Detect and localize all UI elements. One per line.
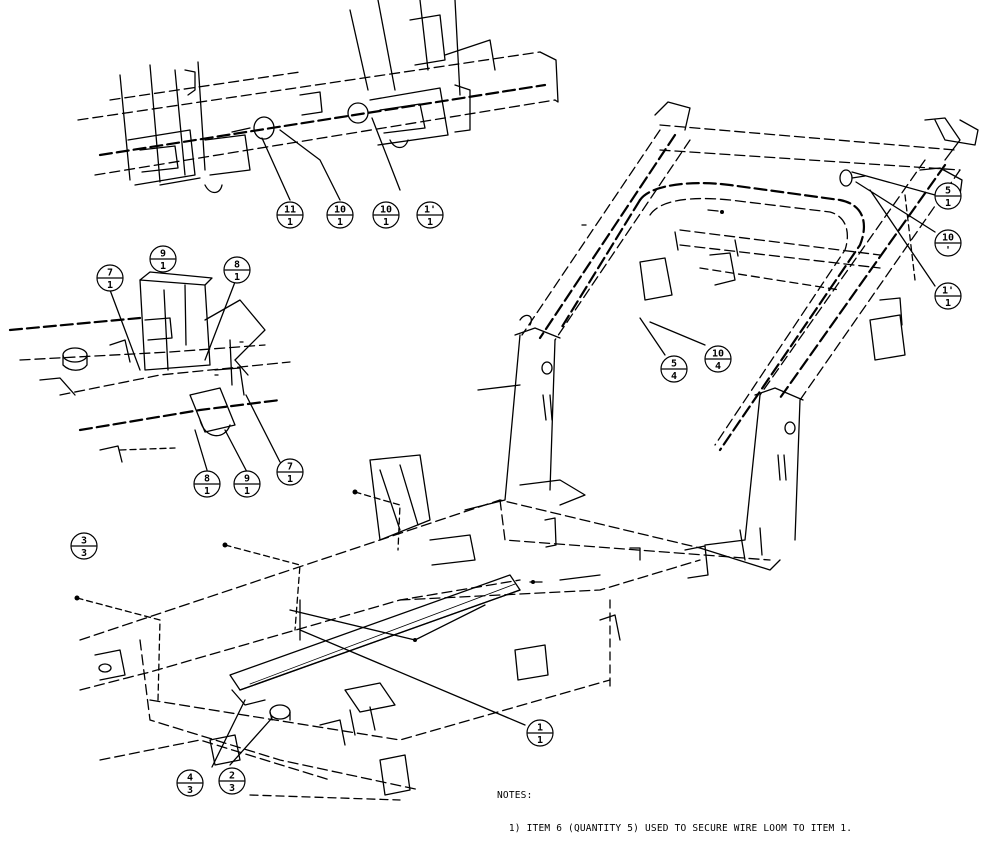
callout-item-number: 1' <box>424 205 436 216</box>
callout-balloon-c-l-9a: 91 <box>149 245 177 273</box>
callout-item-number: 7 <box>287 462 293 473</box>
callout-balloon-c-top-10a: 101 <box>326 201 354 229</box>
callout-balloon-c-r-10: 10' <box>934 229 962 257</box>
callout-balloon-c-top-1: 1'1 <box>416 201 444 229</box>
notes-heading: NOTES: <box>497 790 533 801</box>
notes-line-1: 1) ITEM 6 (QUANTITY 5) USED TO SECURE WI… <box>497 823 852 834</box>
callout-quantity: 3 <box>81 548 87 559</box>
callout-quantity: 1 <box>337 217 343 228</box>
callout-item-number: 3 <box>81 536 87 547</box>
callout-item-number: 7 <box>107 268 113 279</box>
callout-item-number: 9 <box>160 249 166 260</box>
callout-quantity: 4 <box>715 361 721 372</box>
callout-item-number: 10 <box>942 233 954 244</box>
callout-balloon-c-b-4: 43 <box>176 769 204 797</box>
callout-balloon-c-top-11: 111 <box>276 201 304 229</box>
callout-quantity: 1 <box>107 280 113 291</box>
callout-item-number: 8 <box>234 260 240 271</box>
callout-item-number: 5 <box>671 359 677 370</box>
main-frame-chassis <box>76 454 781 801</box>
callout-quantity: 1 <box>945 198 951 209</box>
callout-balloon-c-r-5: 51 <box>934 182 962 210</box>
callout-quantity: 3 <box>187 785 193 796</box>
callout-balloon-c-m-5: 54 <box>660 355 688 383</box>
callout-quantity: 1 <box>287 474 293 485</box>
callout-item-number: 2 <box>229 771 235 782</box>
callout-balloon-c-top-10b: 101 <box>372 201 400 229</box>
fastener-dots <box>74 210 724 642</box>
callout-balloon-c-b-3: 33 <box>70 532 98 560</box>
callout-item-number: 9 <box>244 474 250 485</box>
callout-quantity: 4 <box>671 371 677 382</box>
callout-balloon-c-b-2: 23 <box>218 767 246 795</box>
callout-item-number: 8 <box>204 474 210 485</box>
callout-quantity: 1 <box>383 217 389 228</box>
callout-quantity: 1 <box>945 298 951 309</box>
callout-quantity: 3 <box>229 783 235 794</box>
main-frame-roll-bar <box>464 101 979 546</box>
callout-item-number: 5 <box>945 186 951 197</box>
top-detail-view <box>77 0 559 201</box>
callout-quantity: 1 <box>204 486 210 497</box>
callout-item-number: 11 <box>284 205 296 216</box>
callout-quantity: 1 <box>287 217 293 228</box>
callout-balloon-c-r-1: 1'1 <box>934 282 962 310</box>
callout-item-number: 10 <box>334 205 346 216</box>
callout-quantity: ' <box>945 245 951 256</box>
exploded-parts-diagram: 1111011011'15110'1'154104719181819171331… <box>8 0 979 801</box>
callout-balloon-c-l-9b: 91 <box>233 470 261 498</box>
callout-item-number: 10 <box>380 205 392 216</box>
callout-item-number: 4 <box>187 773 193 784</box>
callout-quantity: 1 <box>537 735 543 746</box>
callout-quantity: 1 <box>244 486 250 497</box>
callout-quantity: 1 <box>427 217 433 228</box>
callout-quantity: 1 <box>234 272 240 283</box>
notes-block: NOTES: 1) ITEM 6 (QUANTITY 5) USED TO SE… <box>497 768 852 845</box>
callout-balloon-c-l-7a: 71 <box>96 264 124 292</box>
callout-quantity: 1 <box>160 261 166 272</box>
callout-balloon-c-b-1: 11 <box>526 719 554 747</box>
callout-balloon-c-m-10: 104 <box>704 345 732 373</box>
callout-balloon-c-l-7b: 71 <box>276 458 304 486</box>
callout-item-number: 10 <box>712 349 724 360</box>
callout-item-number: 1' <box>942 286 954 297</box>
callout-balloon-c-l-8b: 81 <box>193 470 221 498</box>
left-detail-view <box>8 271 291 473</box>
notes-line-1-text: 1) ITEM 6 (QUANTITY 5) USED TO SECURE WI… <box>508 823 853 834</box>
callout-item-number: 1 <box>537 723 543 734</box>
callout-balloon-c-l-8a: 81 <box>223 256 251 284</box>
